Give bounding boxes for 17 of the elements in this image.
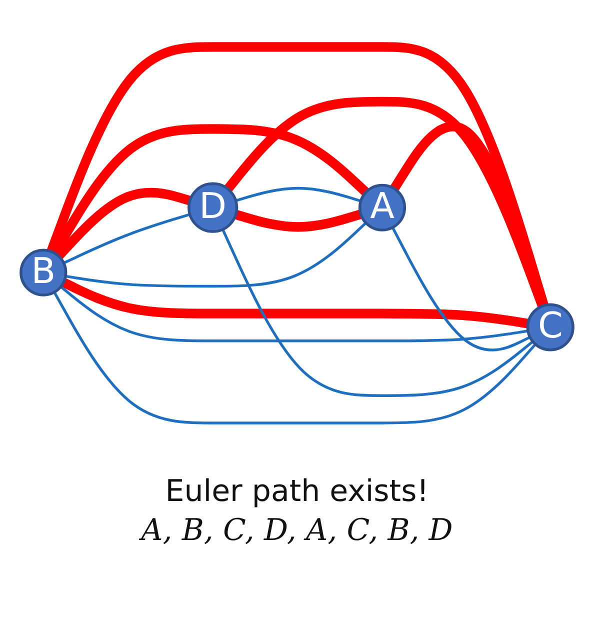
- path-sequence: A, B, C, D, A, C, B, D: [0, 513, 594, 548]
- node-circle: [20, 248, 68, 296]
- node-circle: [358, 184, 406, 232]
- connector: [235, 186, 362, 202]
- connector: [391, 226, 531, 352]
- node-circle: [526, 303, 574, 352]
- connector: [63, 213, 190, 264]
- heading-text: Euler path exists!: [164, 474, 430, 509]
- connector: [53, 292, 536, 424]
- node-circle: [188, 182, 238, 233]
- connector: [222, 228, 534, 398]
- connector: [60, 286, 528, 342]
- connector: [234, 210, 362, 232]
- connector: [65, 222, 367, 288]
- connector: [61, 278, 529, 328]
- connector: [46, 42, 548, 307]
- graph-drawing: B D A C: [10, 36, 584, 434]
